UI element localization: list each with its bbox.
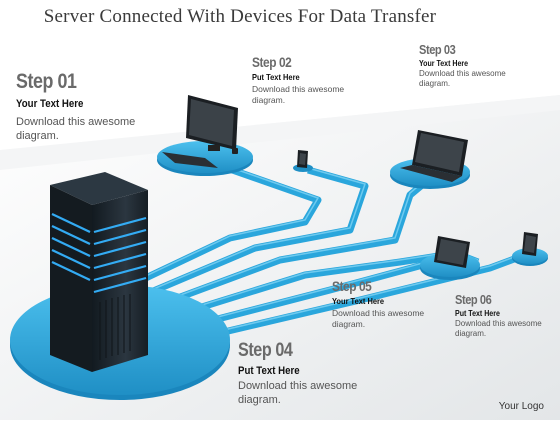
step-03-heading: Step 03 [419,42,456,57]
server-tower-icon [50,172,148,372]
step-05-heading: Step 05 [332,278,372,294]
step-02-body-line1: Download this awesome [252,84,345,94]
step-03-body-line2: diagram. [419,79,451,88]
step-03-block: Step 03 Your Text Here Download this awe… [419,42,549,89]
step-06-block: Step 06 Put Text Here Download this awes… [455,292,557,339]
laptop-icon [400,130,468,182]
step-05-subtitle: Your Text Here [332,296,385,306]
step-04-subtitle: Put Text Here [238,365,300,377]
step-01-subtitle: Your Text Here [16,98,84,110]
step-02-block: Step 02 Put Text Here Download this awes… [252,54,392,105]
step-03-subtitle: Your Text Here [419,59,469,68]
diagram-title: Server Connected With Devices For Data T… [43,6,437,27]
step-05-body-line1: Download this awesome [332,308,425,318]
step-02-subtitle: Put Text Here [252,72,300,82]
tablet-icon [434,236,470,268]
step-01-body-line2: diagram. [16,129,59,142]
step-02-heading: Step 02 [252,54,292,70]
step-06-body-line2: diagram. [455,329,487,338]
step-04-block: Step 04 Put Text Here Download this awes… [238,340,418,408]
desktop-computer-icon [162,95,238,168]
logo-text: Your Logo [498,401,544,412]
smartphone-icon-right [522,232,538,256]
step-01-block: Step 01 Your Text Here Download this awe… [16,70,196,144]
step-04-heading: Step 04 [238,340,293,361]
step-01-heading: Step 01 [16,70,77,93]
step-06-subtitle: Put Text Here [455,309,500,318]
smartphone-icon-top [297,150,308,168]
step-03-body-line1: Download this awesome [419,69,506,78]
step-02-body-line2: diagram. [252,94,286,105]
step-04-body-line2: diagram. [238,393,281,406]
step-01-body-line1: Download this awesome [16,116,136,128]
step-04-body-line1: Download this awesome [238,380,358,392]
step-06-body-line1: Download this awesome [455,319,542,328]
step-05-block: Step 05 Your Text Here Download this awe… [332,278,462,329]
step-05-body-line2: diagram. [332,318,366,329]
step-06-heading: Step 06 [455,292,492,307]
